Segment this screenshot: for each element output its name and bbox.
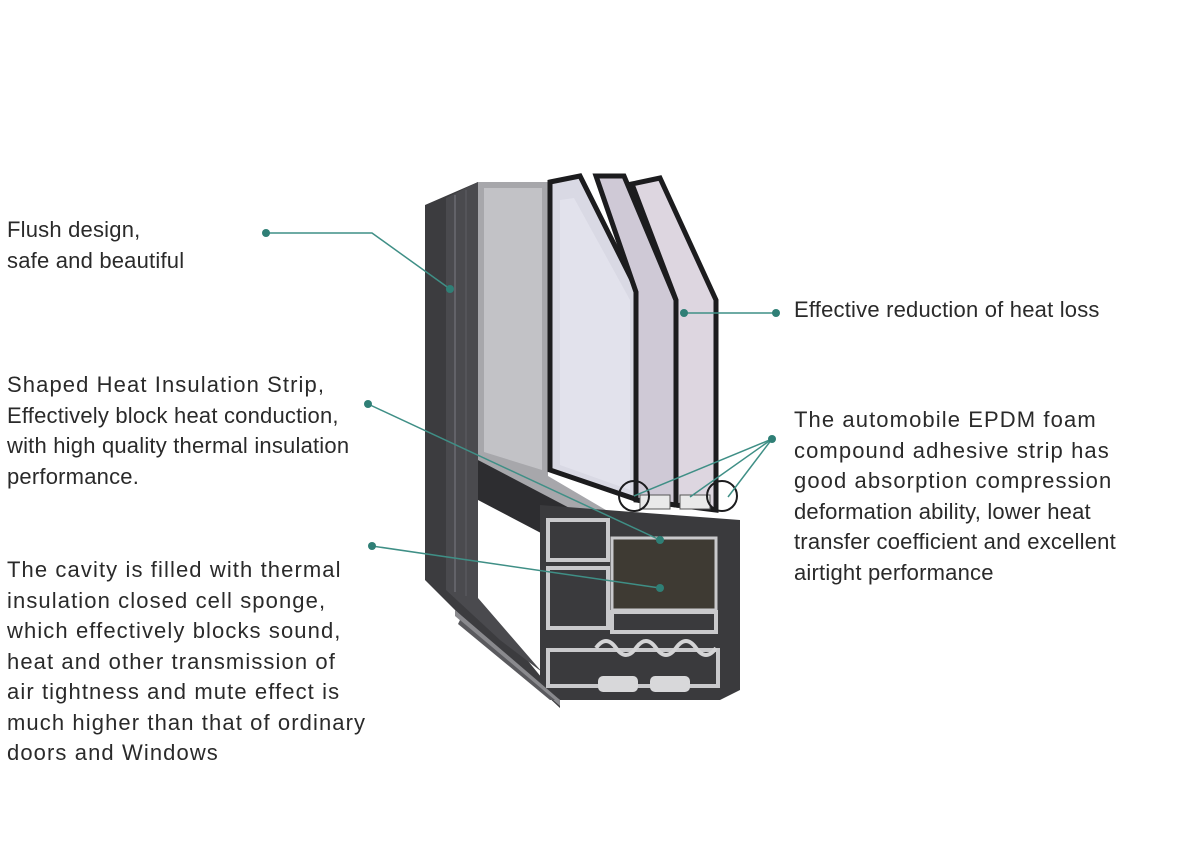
epdm-gasket-left [618, 480, 650, 512]
callout-flush-design: Flush design, safe and beautiful [7, 215, 184, 276]
leader-epdm-mid [689, 438, 773, 498]
leader-cavity [371, 545, 661, 589]
callout-line: which effectively blocks sound, [7, 618, 342, 643]
leader-dot [680, 309, 688, 317]
callout-line: deformation ability, lower heat [794, 498, 1091, 524]
callout-line: doors and Windows [7, 740, 219, 765]
callout-cavity-sponge: The cavity is filled with thermal insula… [7, 555, 366, 769]
callout-insulation-strip: Shaped Heat Insulation Strip, Effectivel… [7, 370, 349, 492]
callout-line: airtight performance [794, 559, 994, 585]
callout-line: Flush design, [7, 217, 141, 242]
callout-line: The automobile EPDM foam [794, 407, 1097, 432]
epdm-gasket-right [706, 480, 738, 512]
callout-line: heat and other transmission of [7, 648, 336, 674]
callout-line: compound adhesive strip has [794, 437, 1110, 463]
callout-line: Effectively block heat conduction, [7, 402, 339, 428]
triple-glazing [547, 173, 719, 513]
leader-epdm-left [633, 438, 773, 497]
callout-heat-loss: Effective reduction of heat loss [794, 295, 1100, 326]
leader-dot [262, 229, 270, 237]
leader-dot [656, 536, 664, 544]
leader-flush [266, 232, 451, 290]
leader-strip [367, 403, 661, 541]
callout-epdm-strip: The automobile EPDM foam compound adhesi… [794, 405, 1116, 588]
callout-line: transfer coefficient and excellent [794, 529, 1116, 554]
leader-dots [262, 229, 780, 592]
leader-dot [772, 309, 780, 317]
callout-line: performance. [7, 463, 140, 489]
callout-line: good absorption compression [794, 468, 1113, 493]
callout-line: much higher than that of ordinary [7, 709, 367, 735]
callout-line: air tightness and mute effect is [7, 679, 341, 704]
leader-epdm-right [727, 438, 773, 498]
callout-line: Shaped Heat Insulation Strip, [7, 372, 326, 397]
leader-dot [446, 285, 454, 293]
callout-line: The cavity is filled with thermal [7, 557, 342, 582]
insulation-sponge-block [610, 536, 718, 612]
callout-line: insulation closed cell sponge, [7, 587, 327, 613]
leader-dot [364, 400, 372, 408]
leader-dot [368, 542, 376, 550]
frame-inner-face [446, 182, 542, 672]
window-frame-illustration [425, 173, 740, 708]
leader-lines [266, 232, 776, 589]
leader-dot [656, 584, 664, 592]
foam-strip-wave [594, 639, 718, 657]
callout-line: with high quality thermal insulation [7, 433, 350, 458]
callout-line: Effective reduction of heat loss [794, 297, 1100, 322]
leader-dot [768, 435, 776, 443]
callout-line: safe and beautiful [7, 247, 185, 273]
